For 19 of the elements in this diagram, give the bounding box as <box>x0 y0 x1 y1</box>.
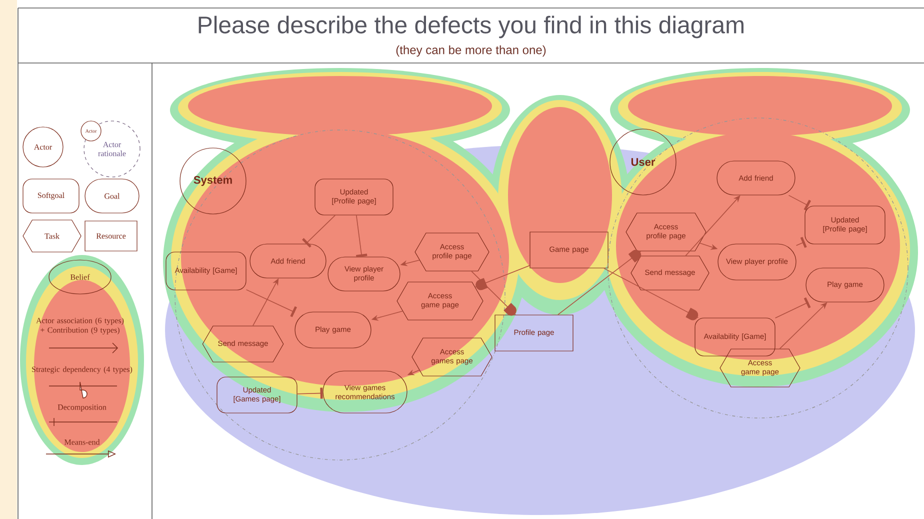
decomposition-link <box>796 236 807 248</box>
dependency-link <box>474 265 530 290</box>
decomposition-link <box>356 214 368 258</box>
legend-text: Means-end <box>64 439 100 445</box>
actor-boundary <box>174 130 506 460</box>
decomposition-link <box>296 388 324 399</box>
title: Please describe the defects you find in this diagram <box>198 16 744 38</box>
decomposition-link <box>246 289 297 318</box>
dependency-link <box>558 250 642 316</box>
legend-text: Decomposition <box>58 404 106 412</box>
dependency-link <box>471 270 516 316</box>
decomposition-link <box>774 297 811 318</box>
resource-box: Resource <box>84 220 138 252</box>
dependency-link <box>604 268 699 320</box>
decomposition-link <box>302 214 336 248</box>
task-hexagon: Task <box>22 220 82 252</box>
decomposition-link <box>788 194 812 211</box>
actor-boundary <box>608 118 908 418</box>
subtitle: (they can be more than one) <box>396 45 546 57</box>
